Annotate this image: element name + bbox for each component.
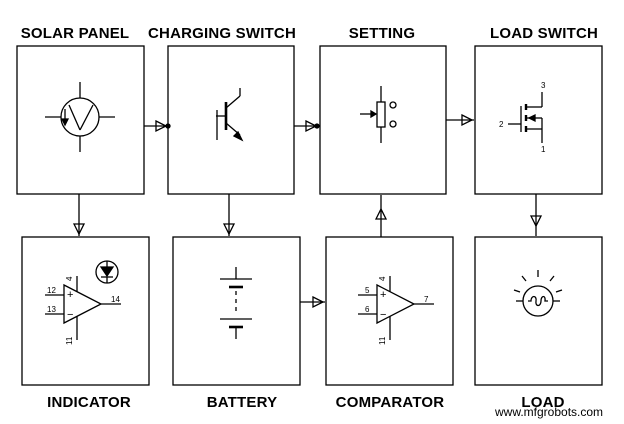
- arrow-load-switch-to-load: [529, 194, 543, 236]
- comparator-pin-minus: 6: [365, 305, 370, 314]
- arrow-comparator-to-setting: [374, 195, 388, 237]
- comparator-minus-sign: −: [380, 309, 386, 321]
- comparator-pin-plus: 5: [365, 286, 370, 295]
- comparator-pin-top: 4: [378, 276, 387, 281]
- title-setting: SETTING: [348, 25, 416, 42]
- title-indicator: INDICATOR: [47, 394, 131, 411]
- box-solar-panel: [16, 45, 145, 195]
- lamp-icon: [513, 270, 563, 317]
- box-comparator: [325, 236, 454, 386]
- arrow-solar-to-indicator: [72, 194, 86, 236]
- title-solar-panel: SOLAR PANEL: [20, 25, 130, 42]
- mosfet-symbol: [508, 92, 543, 143]
- indicator-opamp-symbol: [45, 276, 121, 340]
- box-load: [474, 236, 603, 386]
- indicator-pin-out: 14: [111, 295, 120, 304]
- box-charging-switch: [167, 45, 295, 195]
- solar-cell-symbol: [45, 82, 115, 152]
- title-load: LOAD: [521, 394, 565, 411]
- title-battery: BATTERY: [206, 394, 278, 411]
- indicator-minus-sign: −: [67, 309, 73, 321]
- battery-symbol: [220, 267, 252, 339]
- comparator-opamp-symbol: [358, 276, 434, 340]
- comparator-pin-bottom: 11: [378, 336, 387, 345]
- indicator-plus-sign: +: [67, 289, 73, 301]
- potentiometer-symbol: [360, 86, 397, 143]
- arrow-battery-to-comparator: [300, 295, 325, 309]
- box-indicator: [21, 236, 150, 386]
- arrow-setting-to-load-switch: [446, 113, 474, 127]
- indicator-pin-minus: 13: [47, 305, 56, 314]
- comparator-pin-out: 7: [424, 295, 429, 304]
- indicator-pin-top: 4: [65, 276, 74, 281]
- led-icon: [95, 260, 119, 284]
- mosfet-pin-drain: 3: [541, 81, 546, 90]
- arrow-solar-to-charging: [144, 119, 171, 133]
- title-load-switch: LOAD SWITCH: [489, 25, 599, 42]
- indicator-pin-bottom: 11: [65, 336, 74, 345]
- mosfet-pin-gate: 2: [499, 120, 504, 129]
- indicator-pin-plus: 12: [47, 286, 56, 295]
- comparator-plus-sign: +: [380, 289, 386, 301]
- box-battery: [172, 236, 301, 386]
- title-comparator: COMPARATOR: [335, 394, 445, 411]
- title-charging-switch: CHARGING SWITCH: [148, 25, 296, 42]
- watermark: www.mfgrobots.com: [495, 405, 604, 419]
- mosfet-pin-source: 1: [541, 145, 546, 154]
- box-load-switch: [474, 45, 603, 195]
- transistor-symbol: [216, 88, 244, 142]
- arrow-charging-to-battery: [222, 194, 236, 236]
- arrow-charging-to-setting: [294, 119, 320, 133]
